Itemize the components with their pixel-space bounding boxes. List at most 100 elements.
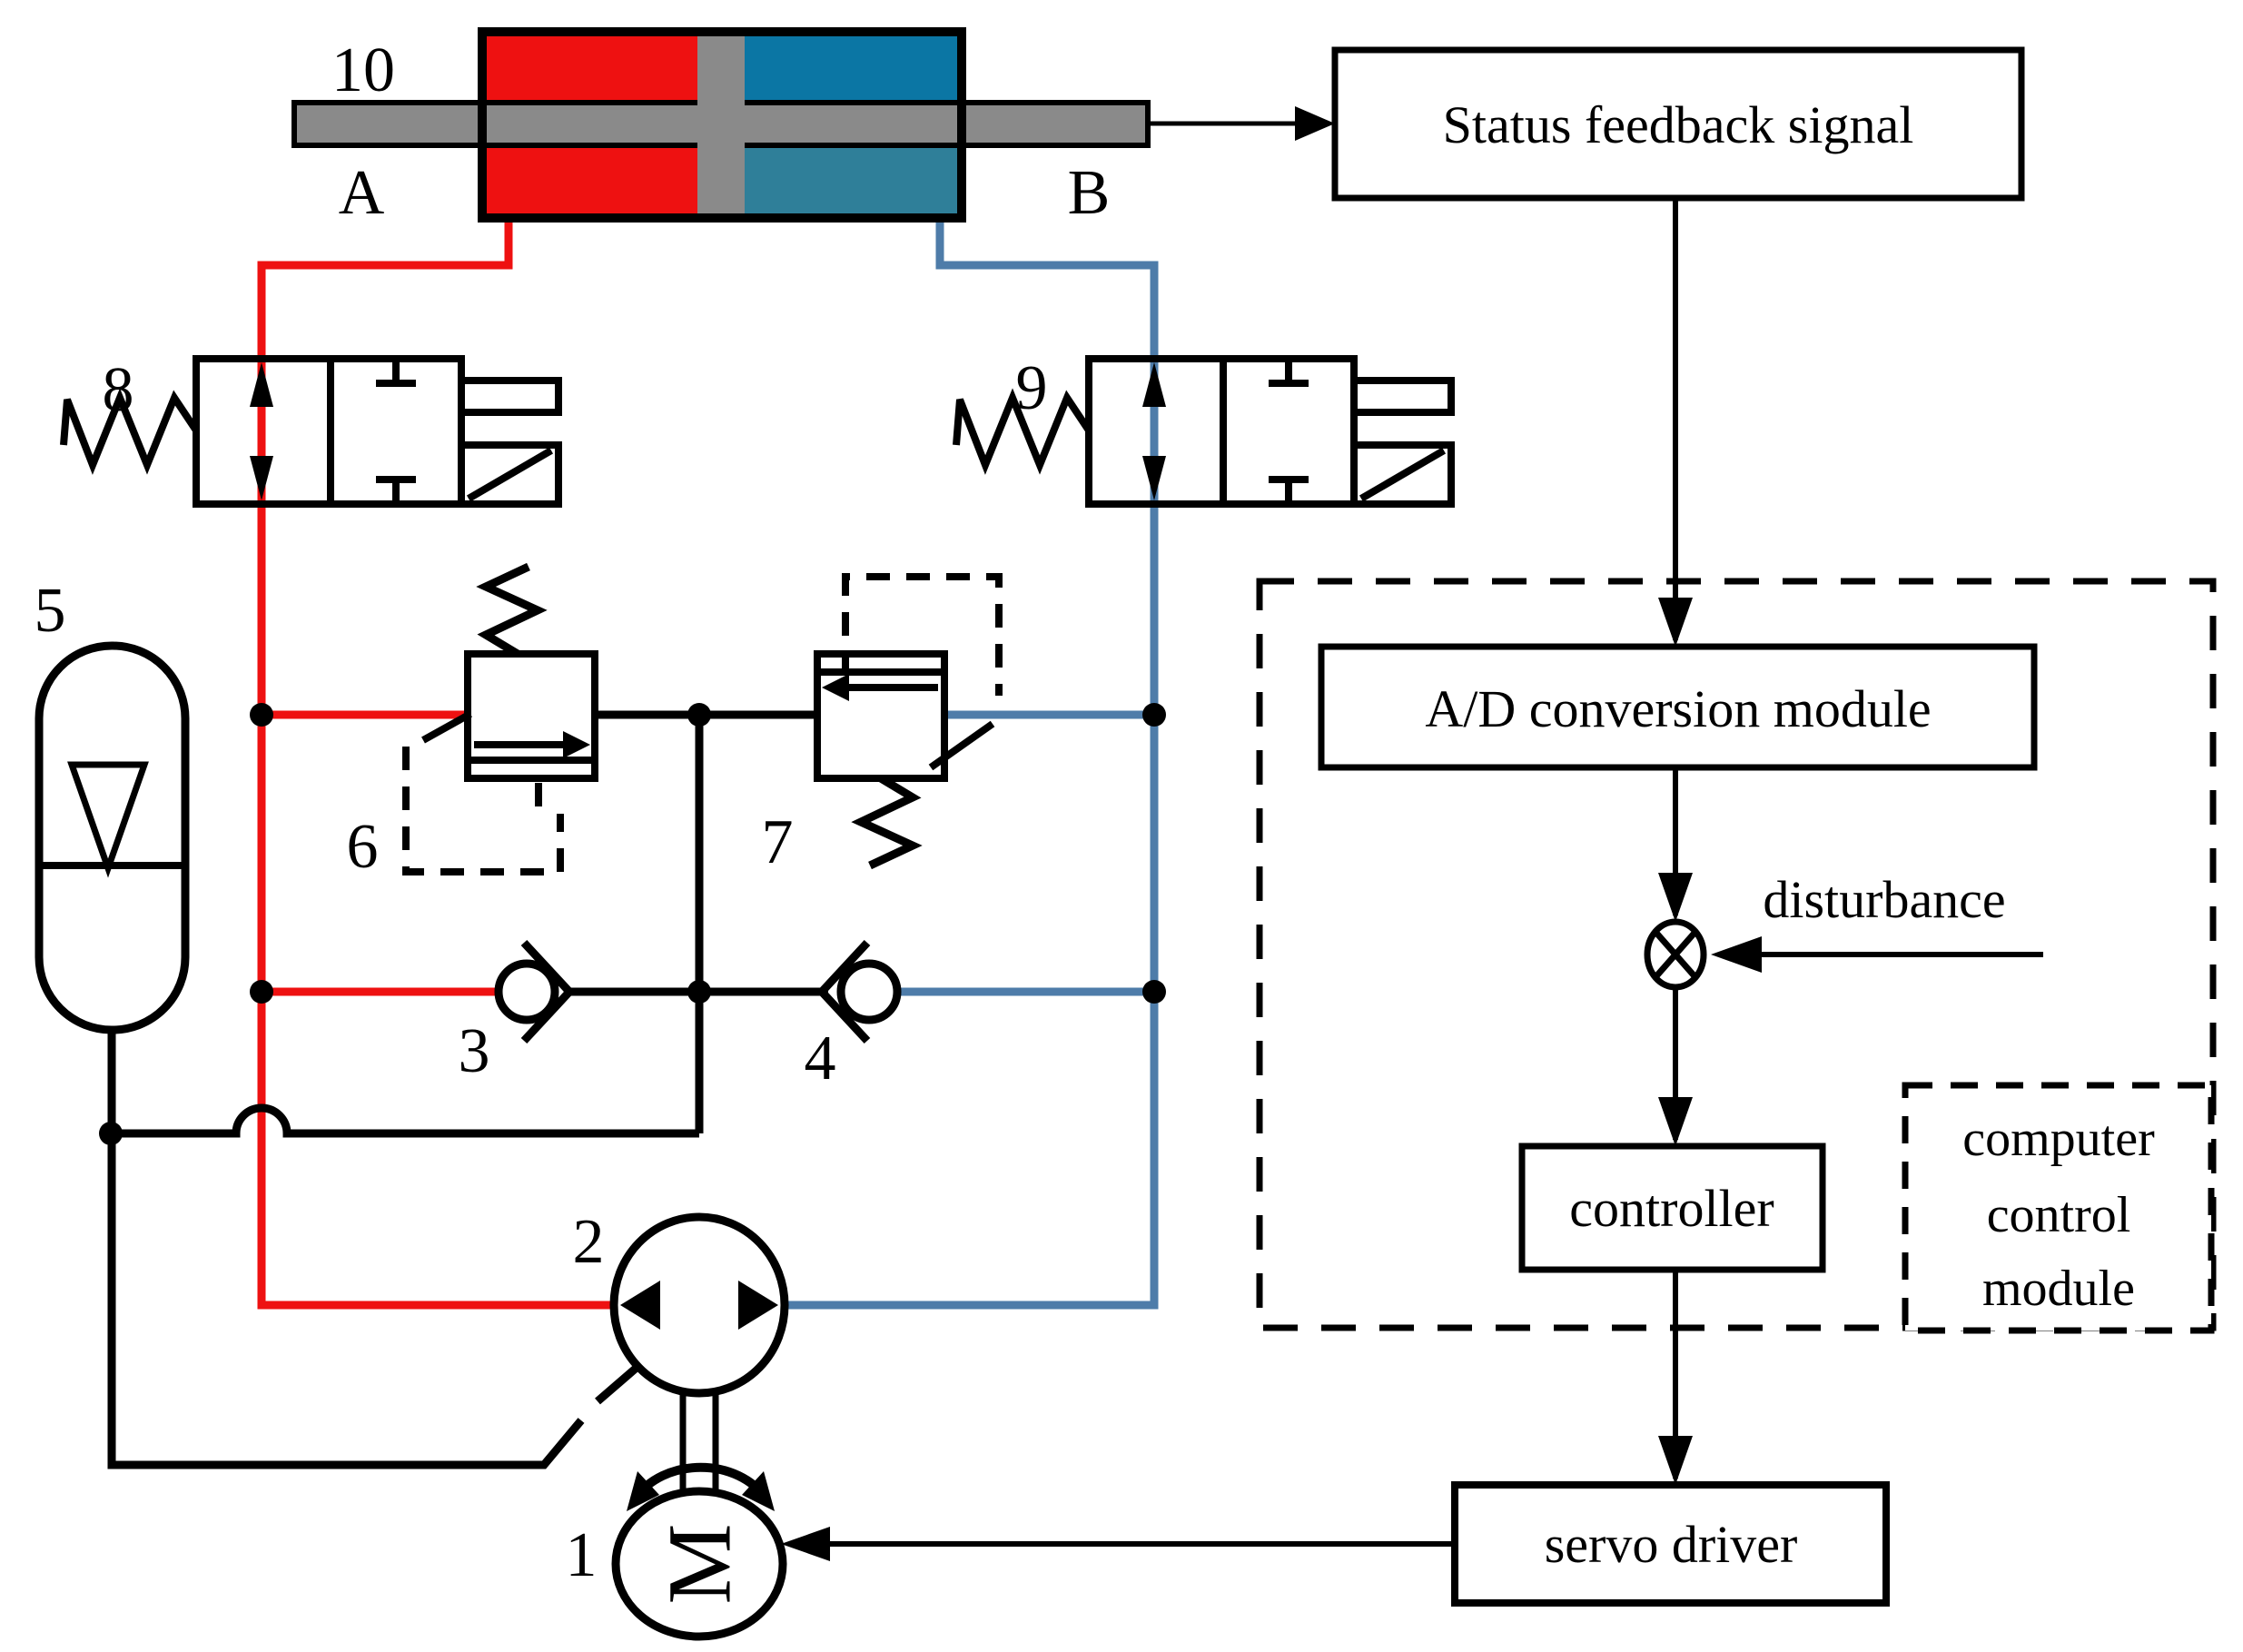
cylinder-barrel	[478, 27, 966, 223]
check3-ball	[494, 959, 559, 1024]
port-a-label: A	[339, 158, 385, 228]
valve8-return-spring	[60, 388, 200, 475]
relief7-dashed-outline	[842, 573, 1003, 696]
control-module-dashed-border	[1256, 578, 2217, 1331]
relief6-flow-arrowhead	[563, 731, 590, 758]
ccm-label-line2: control	[1987, 1187, 2131, 1243]
motor-number-label: 1	[566, 1520, 598, 1590]
check3-seat	[520, 939, 576, 1044]
accumulator: 5	[35, 576, 190, 1034]
valve9-solenoid-box	[1350, 441, 1455, 508]
suction-diagonal-segment	[595, 1363, 640, 1405]
signal-spine	[781, 198, 1693, 1561]
accumulator-number-label: 5	[35, 576, 66, 646]
arrowhead-into-controller	[1658, 1097, 1693, 1146]
check4-seat	[815, 939, 871, 1044]
bridge-line-with-hop	[111, 1103, 699, 1138]
valve8-flow-arrow-up	[250, 362, 273, 407]
port-b-label: B	[1068, 158, 1111, 228]
valve8-solenoid-diagonal	[466, 447, 554, 502]
valve8-flow-arrow-down	[250, 456, 273, 500]
relief6-spring	[476, 562, 548, 658]
ad-conversion-box: A/D conversion module	[1318, 643, 2038, 771]
electric-motor: M 1	[566, 1487, 787, 1641]
check4-ball	[836, 959, 902, 1024]
pump-right-port-triangle	[738, 1281, 778, 1330]
relief-valve-6: 6	[347, 562, 598, 882]
hydraulic-cylinder: 10 A B	[291, 27, 1335, 228]
junction-dots	[99, 703, 1166, 1145]
junction-dot	[687, 703, 711, 727]
relief6-pilot-dashed-box	[402, 747, 564, 875]
status-feedback-box: Status feedback signal	[1331, 46, 2025, 202]
solenoid-valve-9: 9	[953, 353, 1455, 508]
bidirectional-pump: 2	[573, 1207, 789, 1398]
relief7-pilot-dashed-box	[842, 573, 1003, 696]
arrowhead-into-motor	[781, 1527, 830, 1561]
ad-box-label: A/D conversion module	[1425, 679, 1931, 738]
drive-shaft	[627, 1391, 775, 1511]
servo-driver-box: servo driver	[1451, 1481, 1890, 1607]
relief7-flow-arrowhead	[822, 674, 849, 701]
red-pipe-a-line	[257, 218, 614, 1310]
solenoid-valve-8: 8	[60, 355, 562, 508]
relief6-number-label: 6	[347, 812, 379, 882]
servo-box-label: servo driver	[1545, 1515, 1798, 1574]
valve9-flow-arrow-down	[1142, 456, 1166, 500]
ccm-label-dashed-box	[1902, 1082, 2215, 1334]
valve9-flow-arrow-up	[1142, 362, 1166, 407]
arrowhead-to-status	[1295, 106, 1335, 141]
arrowhead-into-sum	[1658, 873, 1693, 922]
computer-control-area: computer control module	[1256, 578, 2217, 1334]
junction-dot	[99, 1122, 123, 1145]
relief7-adjust-arrow	[928, 720, 995, 771]
chamber-blue-top	[745, 36, 957, 104]
arrowhead-into-servo	[1658, 1436, 1693, 1485]
blue-pipe-main	[785, 218, 1159, 1310]
valve8-number-label: 8	[103, 355, 134, 425]
valve9-solenoid-top-box	[1350, 377, 1455, 416]
red-pipe-main	[257, 218, 614, 1310]
check4-number-label: 4	[805, 1024, 836, 1093]
junction-dot	[1142, 980, 1166, 1004]
blue-pipe-b-line	[785, 218, 1159, 1310]
valve8-solenoid-top-box	[458, 377, 562, 416]
sum-x-line2	[1653, 929, 1698, 980]
rotation-arrowhead-left	[627, 1471, 659, 1511]
relief7-number-label: 7	[762, 807, 794, 877]
junction-dot	[250, 980, 273, 1004]
accumulator-gas-triangle-icon	[67, 761, 149, 878]
valve9-solenoid-diagonal	[1359, 447, 1447, 502]
valve9-number-label: 9	[1016, 353, 1048, 423]
valve8-solenoid-box	[458, 441, 562, 508]
status-box-label: Status feedback signal	[1443, 95, 1914, 154]
disturbance-label: disturbance	[1763, 870, 2005, 929]
summing-junction: disturbance	[1644, 870, 2043, 991]
servo-box-rect	[1451, 1481, 1890, 1607]
motor-circle	[611, 1487, 787, 1641]
junction-dot	[1142, 703, 1166, 727]
check-valve-3: 3	[459, 939, 576, 1086]
junction-dot	[250, 703, 273, 727]
valve9-return-spring	[953, 388, 1092, 475]
piston-head	[697, 36, 745, 213]
pump-circle	[609, 1212, 789, 1398]
accumulator-suction-line	[107, 1030, 585, 1469]
pump-left-port-triangle	[620, 1281, 660, 1330]
junction-dot	[687, 980, 711, 1004]
cylinder-number-label: 10	[331, 35, 395, 105]
ccm-label-line3: module	[1982, 1261, 2135, 1317]
rotation-arrowhead-right	[742, 1471, 775, 1511]
controller-box-rect	[1518, 1143, 1826, 1273]
ccm-label-line1: computer	[1962, 1111, 2155, 1167]
relief6-adjust-arrow	[421, 710, 472, 744]
controller-box: controller	[1518, 1143, 1826, 1273]
ad-box-rect	[1318, 643, 2038, 771]
relief6-dashed-outline	[402, 747, 564, 875]
disturbance-arrowhead	[1711, 936, 1762, 973]
chamber-blue-bottom	[745, 143, 957, 213]
motor-letter: M	[649, 1524, 750, 1605]
arrowhead-into-ad	[1658, 598, 1693, 647]
